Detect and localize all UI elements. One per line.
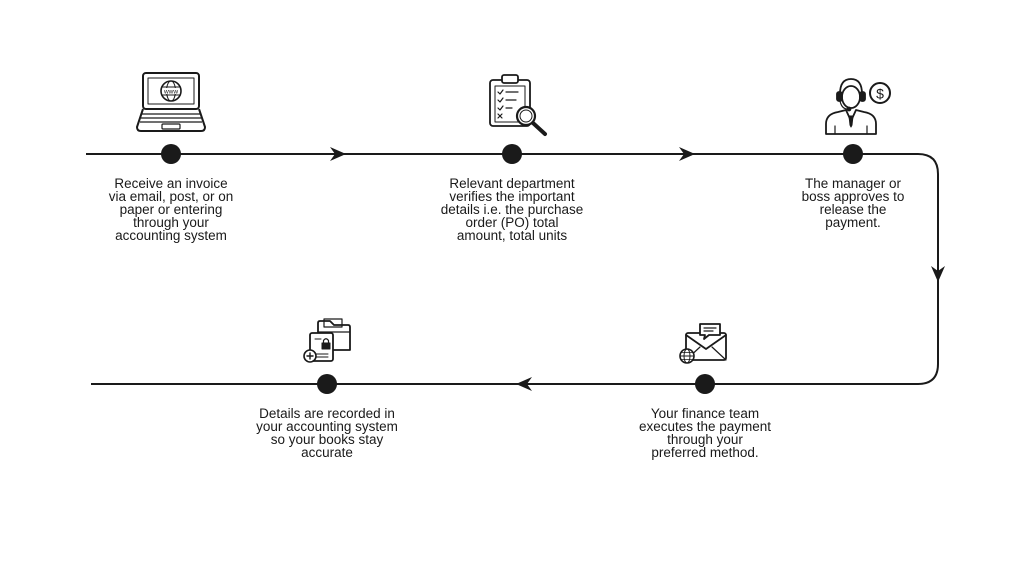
step-3-description: The manager or boss approves to release … [801,176,905,230]
flow-connector-line [86,153,939,385]
step-node [502,144,522,164]
clipboard-checklist-magnifier-icon [489,74,547,136]
step-2-description: Relevant department verifies the importa… [440,176,584,243]
arrow-down-icon [931,266,945,282]
arrow-left-icon [516,377,532,391]
step-node [161,144,181,164]
step-node [843,144,863,164]
step-4-description: Your finance team executes the payment t… [638,406,772,460]
folder-document-lock-icon [303,318,351,363]
laptop-www-icon: www [136,72,206,132]
arrow-right-icon [679,147,695,161]
svg-text:www: www [163,89,178,96]
step-node [317,374,337,394]
envelope-globe-chat-icon [679,323,727,364]
arrow-right-icon [330,147,346,161]
step-1-description: Receive an invoice via email, post, or o… [108,176,234,243]
step-node [695,374,715,394]
manager-headset-dollar-icon: $ [825,78,891,135]
svg-text:$: $ [876,86,884,102]
step-5-description: Details are recorded in your accounting … [256,406,398,460]
